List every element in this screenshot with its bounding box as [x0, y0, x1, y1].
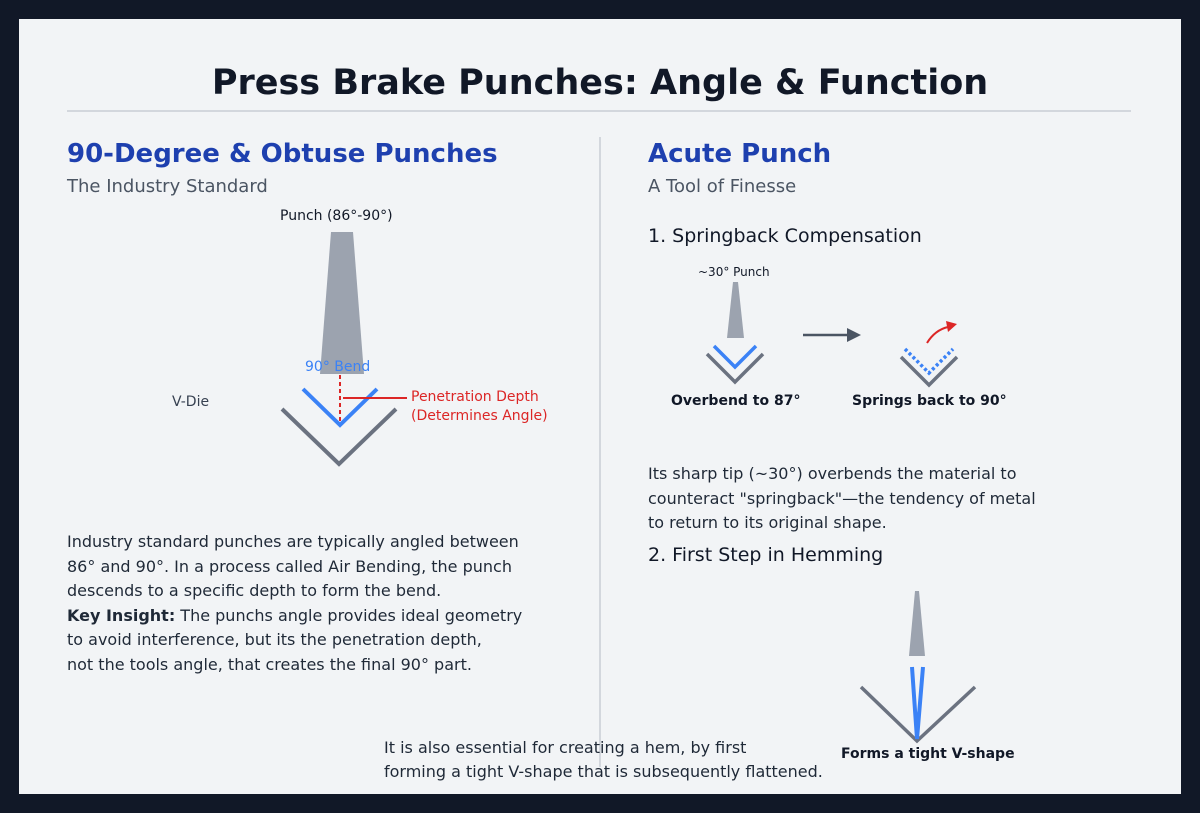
hemming-diagram — [859, 591, 977, 744]
overbend-label: Overbend to 87° — [671, 393, 801, 409]
overbend-die-shape — [705, 352, 765, 385]
step2-description-line: It is also essential for creating a hem,… — [384, 738, 747, 757]
key-insight-line: Key Insight: The punchs angle provides i… — [67, 604, 567, 629]
springback-sheet-shape — [903, 347, 955, 376]
step1-description-line: counteract "springback"—the tendency of … — [648, 488, 1036, 508]
title-divider — [67, 110, 1131, 112]
springback-diagram — [705, 282, 959, 388]
tight-v-shape-label: Forms a tight V-shape — [841, 746, 1015, 762]
punch-angle-label: Punch (86°-90°) — [280, 208, 393, 224]
left-description-line: Industry standard punches are typically … — [67, 532, 519, 551]
springback-arrow-curve — [926, 326, 949, 344]
hemming-die-shape — [859, 685, 977, 744]
bent-sheet-shape — [301, 387, 379, 428]
v-die-label: V-Die — [172, 394, 210, 410]
left-description-line: descends to a specific depth to form the… — [67, 581, 442, 600]
process-arrow-head — [847, 328, 861, 342]
overbend-sheet-shape — [712, 344, 758, 370]
step2-description: It is also essential for creating a hem,… — [384, 736, 864, 783]
left-section-subheading: The Industry Standard — [67, 176, 268, 197]
step2-title: 2. First Step in Hemming — [648, 544, 884, 566]
left-description-line: 86° and 90°. In a process called Air Ben… — [67, 556, 512, 576]
acute-punch-shape — [727, 282, 744, 338]
bend-angle-label: 90° Bend — [305, 359, 371, 375]
step1-title: 1. Springback Compensation — [648, 225, 922, 247]
springback-die-shape — [899, 355, 959, 388]
diagrams-svg — [280, 232, 977, 744]
acute-punch-label: ~30° Punch — [698, 265, 770, 279]
left-diagram — [280, 232, 407, 467]
penetration-depth-sublabel: (Determines Angle) — [411, 408, 548, 424]
page-title: Press Brake Punches: Angle & Function — [211, 63, 989, 103]
right-section-heading: Acute Punch — [648, 139, 832, 169]
step2-description-line: forming a tight V-shape that is subseque… — [384, 761, 823, 781]
left-description: Industry standard punches are typically … — [67, 530, 567, 677]
v-die-shape — [280, 407, 398, 467]
standard-punch-shape — [320, 232, 364, 374]
springback-label: Springs back to 90° — [852, 393, 1007, 409]
key-insight-text: The punchs angle provides ideal geometry — [175, 605, 523, 625]
step1-description-line: Its sharp tip (~30°) overbends the mater… — [648, 464, 1017, 483]
penetration-depth-label: Penetration Depth — [411, 389, 539, 405]
column-divider — [599, 137, 601, 767]
step1-description-line: to return to its original shape. — [648, 513, 887, 532]
key-insight-label: Key Insight: — [67, 605, 176, 625]
hemming-punch-shape — [909, 591, 925, 656]
left-section-heading: 90-Degree & Obtuse Punches — [67, 139, 498, 169]
right-section-subheading: A Tool of Finesse — [648, 176, 797, 197]
step1-description: Its sharp tip (~30°) overbends the mater… — [648, 462, 1118, 536]
springback-arrow-head — [946, 321, 957, 332]
infographic-card: Press Brake Punches: Angle & Function 90… — [19, 19, 1181, 794]
left-description-line: not the tools angle, that creates the fi… — [67, 654, 472, 674]
left-description-line: to avoid interference, but its the penet… — [67, 630, 482, 649]
tight-v-sheet-shape — [910, 666, 925, 740]
